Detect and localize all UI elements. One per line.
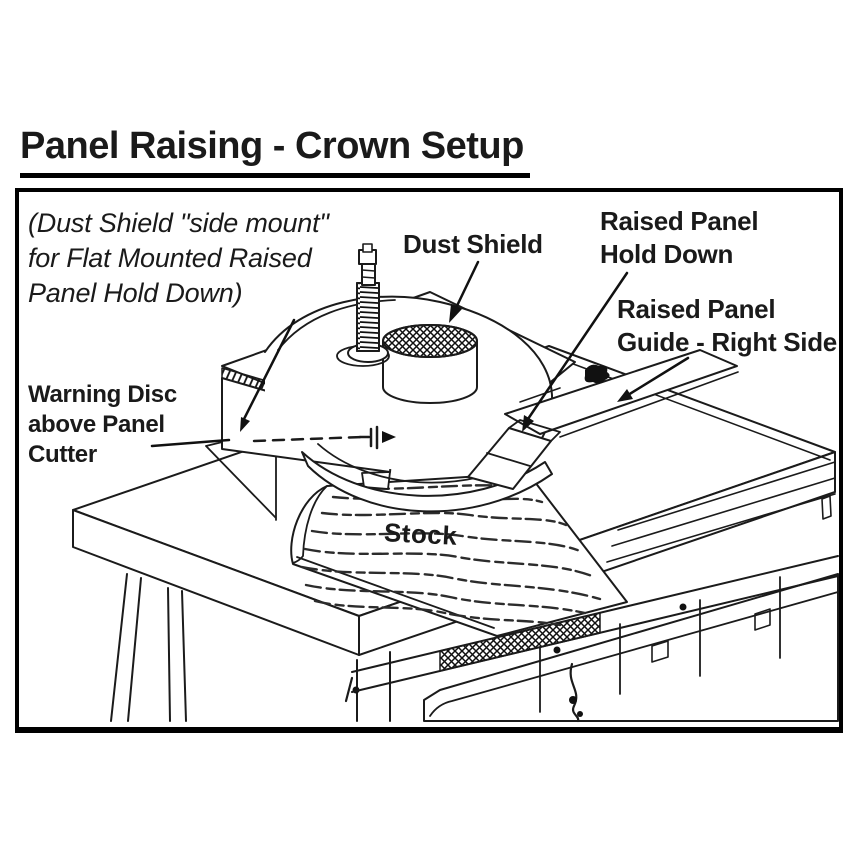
warning-disc-label-line3: Cutter	[28, 441, 97, 468]
side-mount-note: (Dust Shield "side mount" for Flat Mount…	[28, 206, 329, 311]
warning-disc-label-line1: Warning Disc	[28, 381, 177, 408]
dust-shield-label: Dust Shield	[403, 229, 543, 259]
guide-label-line2: Guide - Right Side	[617, 327, 837, 357]
machine-illustration	[72, 243, 839, 723]
diagram-frame: (Dust Shield "side mount" for Flat Mount…	[15, 188, 843, 733]
hold-down-label: Raised Panel Hold Down	[600, 205, 759, 271]
guide-label: Raised Panel Guide - Right Side	[617, 293, 837, 359]
hold-down-label-line2: Hold Down	[600, 239, 734, 269]
side-mount-note-line2: for Flat Mounted Raised	[28, 243, 312, 273]
side-mount-note-line3: Panel Hold Down)	[28, 278, 243, 308]
side-mount-note-line1: (Dust Shield "side mount"	[28, 208, 329, 238]
warning-disc-label: Warning Disc above Panel Cutter	[28, 380, 177, 470]
stock-label: Stock	[383, 517, 459, 551]
warning-disc-label-line2: above Panel	[28, 411, 165, 438]
hold-down-label-line1: Raised Panel	[600, 206, 759, 236]
page-title: Panel Raising - Crown Setup	[20, 124, 530, 178]
guide-label-line1: Raised Panel	[617, 294, 776, 324]
